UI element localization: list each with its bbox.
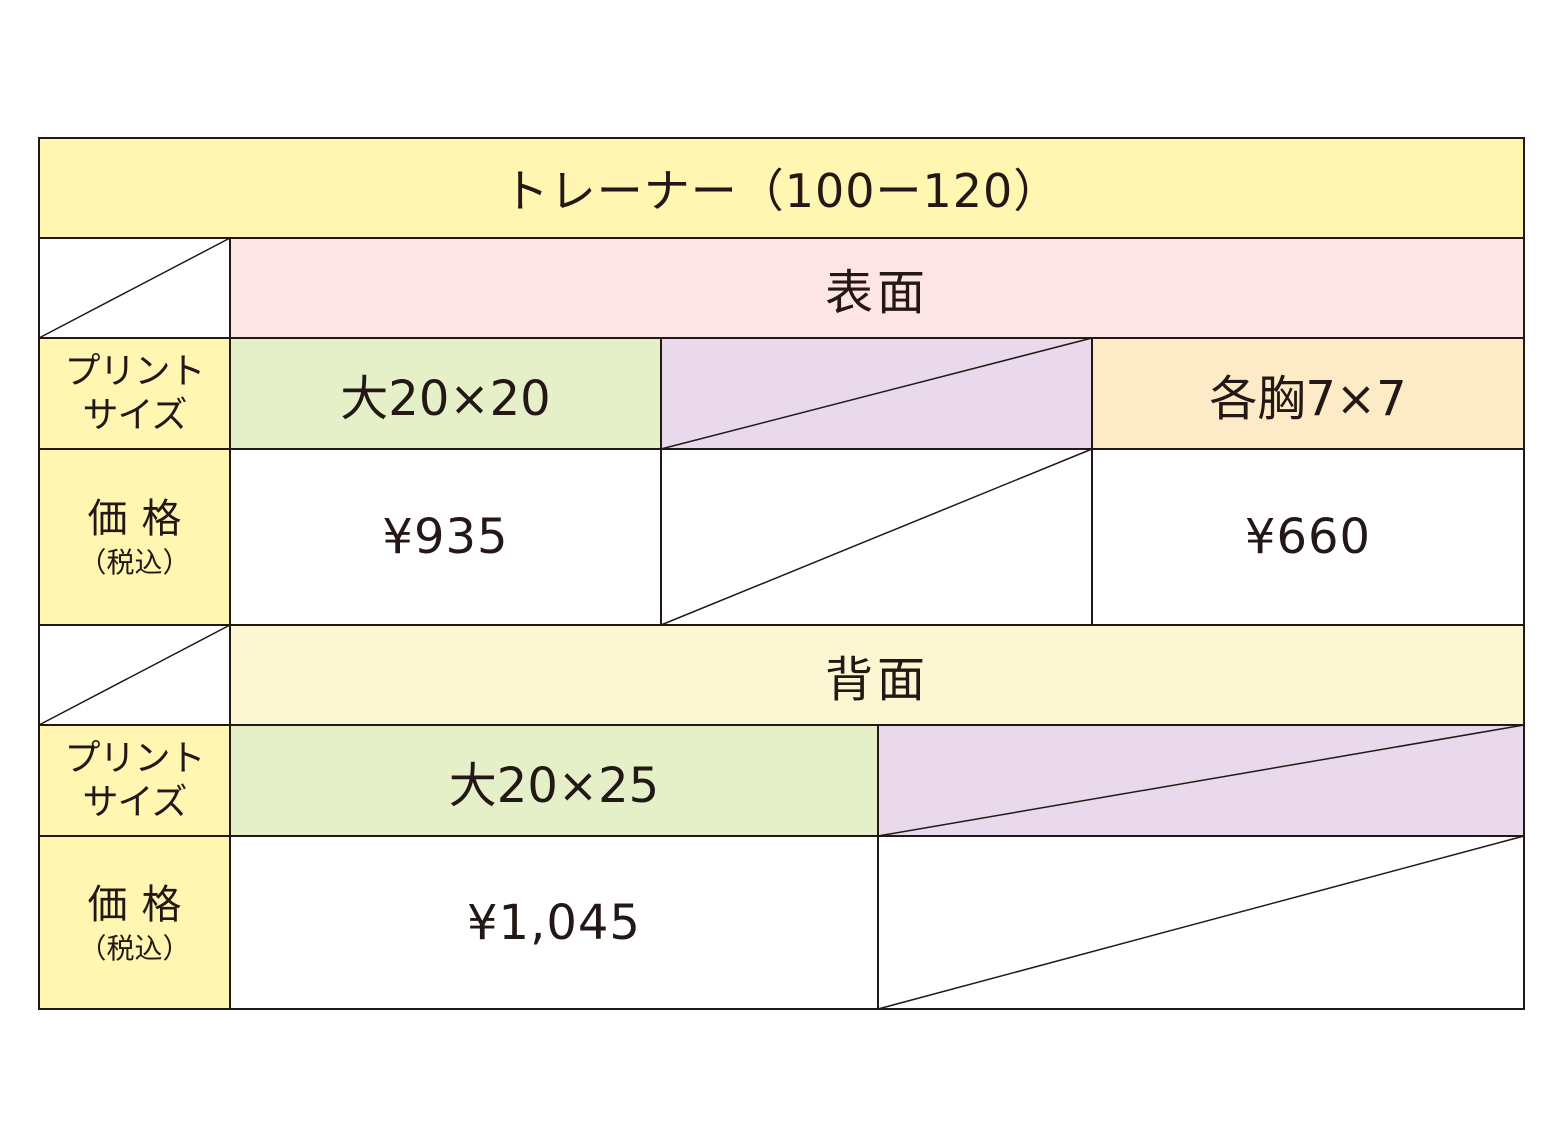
price-label-main: 価格 <box>87 496 196 542</box>
front-size-chest: 各胸7×7 <box>1092 338 1524 449</box>
print-size-label-line1: プリント <box>64 350 205 392</box>
back-price-empty <box>878 836 1524 1009</box>
back-section-header: 背面 <box>230 625 1524 725</box>
price-label-main: 価格 <box>87 881 196 928</box>
price-label-sub: （税込） <box>78 546 191 579</box>
front-price-large: ¥935 <box>230 449 661 625</box>
front-price-chest: ¥660 <box>1092 449 1524 625</box>
print-size-label-line1: プリント <box>64 737 205 779</box>
back-corner-empty-cell <box>39 625 230 725</box>
back-price-label: 価格 （税込） <box>39 836 230 1009</box>
print-size-label-line2: サイズ <box>82 394 188 436</box>
front-size-large: 大20×20 <box>230 338 661 449</box>
front-corner-empty-cell <box>39 238 230 338</box>
back-print-size-label: プリント サイズ <box>39 725 230 836</box>
back-price-large: ¥1,045 <box>230 836 878 1009</box>
front-price-empty <box>661 449 1092 625</box>
front-section-header: 表面 <box>230 238 1524 338</box>
price-label-sub: （税込） <box>78 931 191 965</box>
back-size-large: 大20×25 <box>230 725 878 836</box>
back-size-empty <box>878 725 1524 836</box>
front-print-size-label: プリント サイズ <box>39 338 230 449</box>
table-title: トレーナー（100ー120） <box>39 138 1524 238</box>
front-size-empty <box>661 338 1092 449</box>
print-size-label-line2: サイズ <box>82 781 188 823</box>
front-price-label: 価格 （税込） <box>39 449 230 625</box>
